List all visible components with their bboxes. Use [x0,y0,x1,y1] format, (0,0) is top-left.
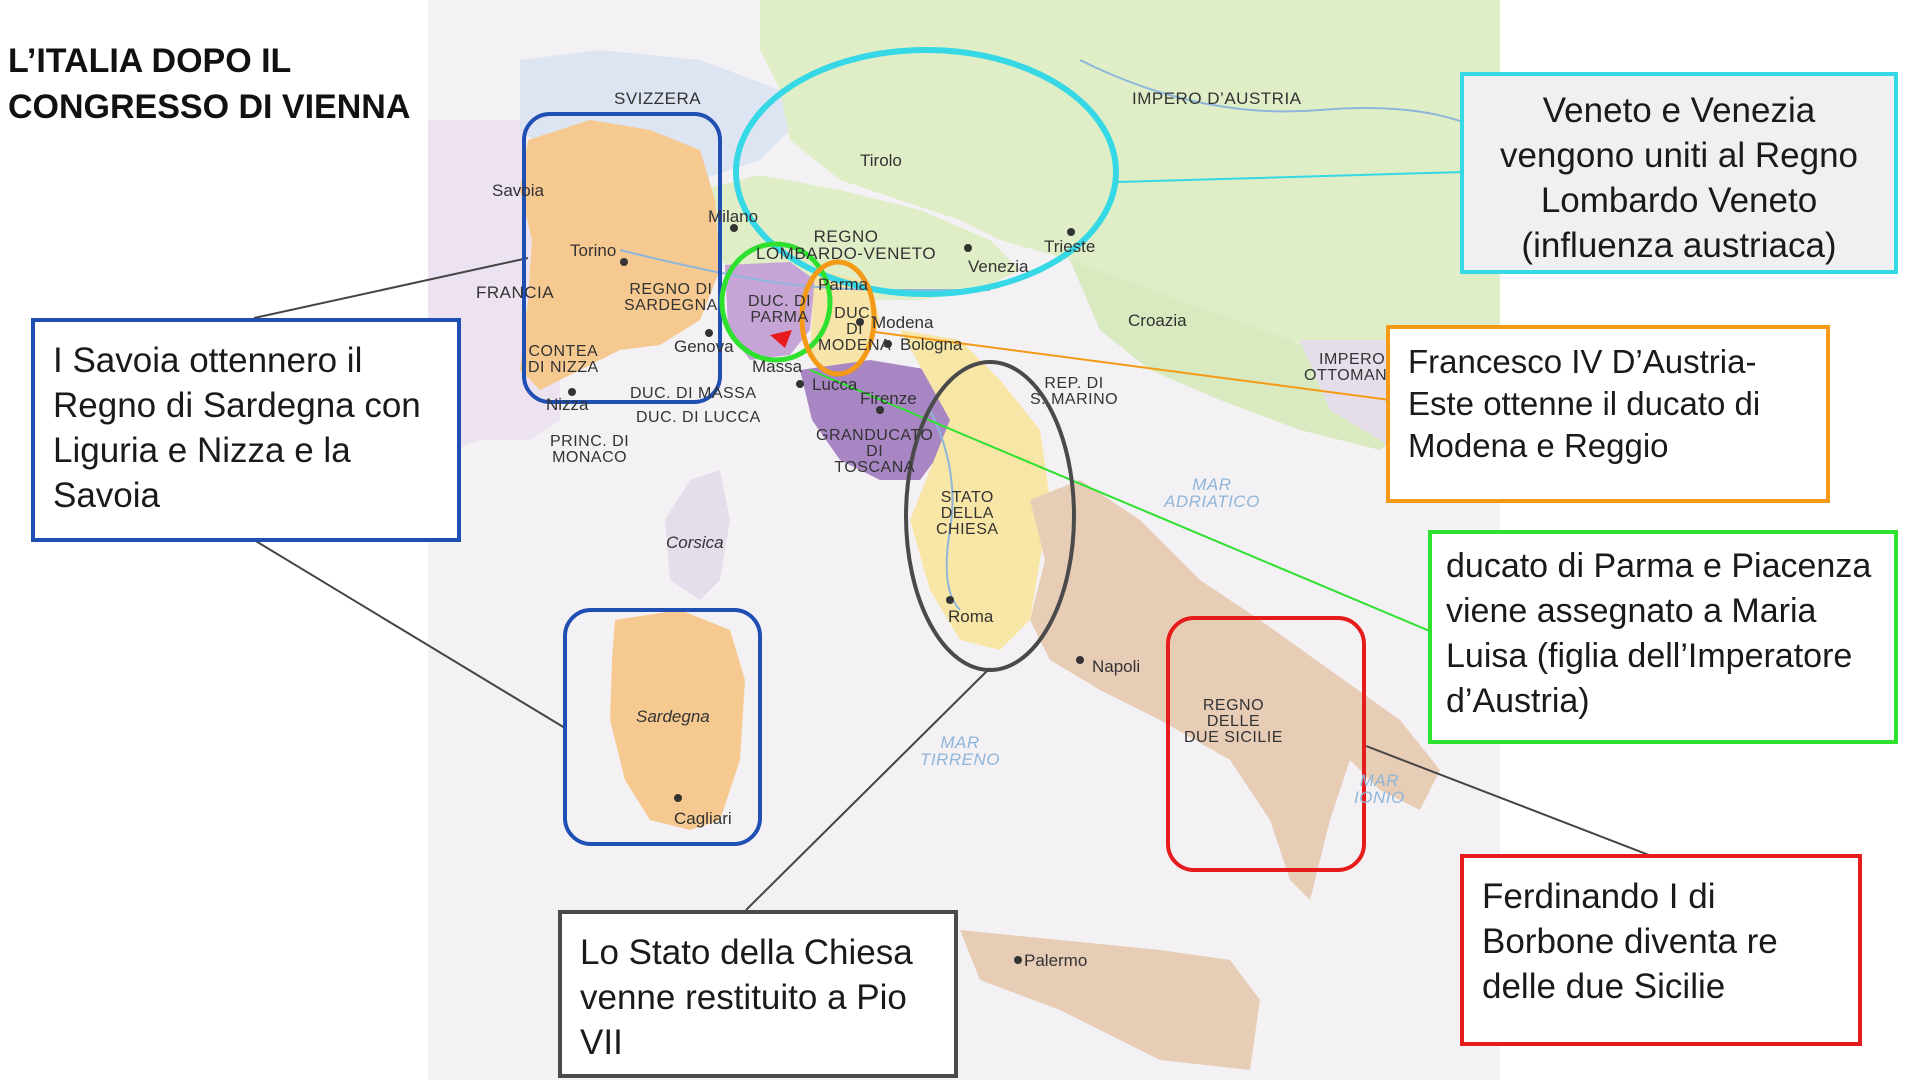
outline-parma [719,241,833,363]
river-danube [1079,59,1501,141]
label-genova: Genova [674,337,734,356]
label-trieste: Trieste [1044,237,1096,256]
region-parma [725,262,815,360]
label-princ-monaco: PRINC. DI MONACO [550,433,630,466]
outline-due-sicilie [1166,616,1366,872]
label-massa: Massa [752,357,803,376]
slide-title: L’ITALIA DOPO IL CONGRESSO DI VIENNA [8,42,411,126]
label-duc-modena: DUC. DI MODENA [818,305,892,354]
label-modena: Modena [872,313,934,332]
connector-parma [809,369,1433,633]
label-savoia: Savoia [492,181,544,200]
connector-savoia [253,257,529,319]
outline-sardegna [563,608,762,846]
outline-piemonte [522,112,722,404]
label-firenze: Firenze [860,389,917,408]
label-milano: Milano [708,207,759,226]
label-nizza: Nizza [546,395,589,414]
outline-lombardo-veneto [733,47,1119,297]
note-parma: ducato di Parma e Piacenza viene assegna… [1428,530,1898,744]
label-mar-ionio: MAR IONIO [1354,771,1405,807]
label-duc-parma: DUC. DI PARMA [748,293,812,326]
label-granducato-toscana: GRANDUCATO DI TOSCANA [816,427,934,476]
label-lucca: Lucca [812,375,858,394]
label-regno-due-sicilie: REGNO DELLE DUE SICILIE [1184,697,1283,746]
note-chiesa: Lo Stato della Chiesa venne restituito a… [558,910,958,1078]
connector-sicilie [1365,745,1663,861]
region-toscana [800,360,960,480]
label-bologna: Bologna [900,335,963,354]
label-duc-massa: DUC. DI MASSA [630,385,757,402]
region-austria [760,0,1500,400]
note-savoia: I Savoia ottennero il Regno di Sardegna … [31,318,461,542]
label-venezia: Venezia [968,257,1029,276]
label-tirolo: Tirolo [860,151,902,170]
region-stato-chiesa [900,330,1050,650]
region-due-sicilie [1030,480,1440,900]
label-svizzera: SVIZZERA [614,89,702,108]
label-impero-ottomano: IMPERO OTTOMANO [1304,351,1401,384]
connector-sardegna [253,539,566,729]
label-stato-chiesa: STATO DELLA CHIESA [936,489,999,538]
label-cagliari: Cagliari [674,809,732,828]
label-contea-nizza: CONTEA DI NIZZA [528,343,599,376]
label-roma: Roma [948,607,994,626]
label-mar-tirreno: MAR TIRRENO [920,733,1000,769]
label-impero-austria: IMPERO D’AUSTRIA [1132,89,1302,108]
label-regno-lombardo-veneto: REGNO LOMBARDO-VENETO [756,227,937,263]
region-sicilia [960,930,1260,1070]
connector-modena [874,331,1391,401]
region-sardegna-isola [610,610,745,830]
region-corsica [665,470,730,600]
connector-chiesa [745,667,991,911]
label-napoli: Napoli [1092,657,1141,676]
river-tevere [929,409,961,611]
note-modena: Francesco IV D’Austria-Este ottenne il d… [1386,325,1830,503]
outline-modena [799,259,877,377]
label-rep-san-marino: REP. DI S. MARINO [1030,375,1119,408]
label-croazia: Croazia [1128,311,1187,330]
enclave-marker [770,330,792,348]
note-sicilie: Ferdinando I di Borbone diventa re delle… [1460,854,1862,1046]
outline-stato-chiesa [904,360,1076,672]
label-corsica: Corsica [666,533,724,552]
label-regno-sardegna: REGNO DI SARDEGNA [624,281,718,314]
city-dots [568,224,1084,964]
label-francia: FRANCIA [476,283,555,302]
label-mar-adriatico: MAR ADRIATICO [1164,475,1260,511]
label-torino: Torino [570,241,617,260]
note-veneto: Veneto e Venezia vengono uniti al Regno … [1460,72,1898,274]
label-duc-lucca: DUC. DI LUCCA [636,409,761,426]
connector-veneto [1117,171,1465,183]
label-parma: Parma [818,275,869,294]
label-palermo: Palermo [1024,951,1088,970]
label-sardegna: Sardegna [636,707,710,726]
region-regno-sardegna [520,120,720,390]
